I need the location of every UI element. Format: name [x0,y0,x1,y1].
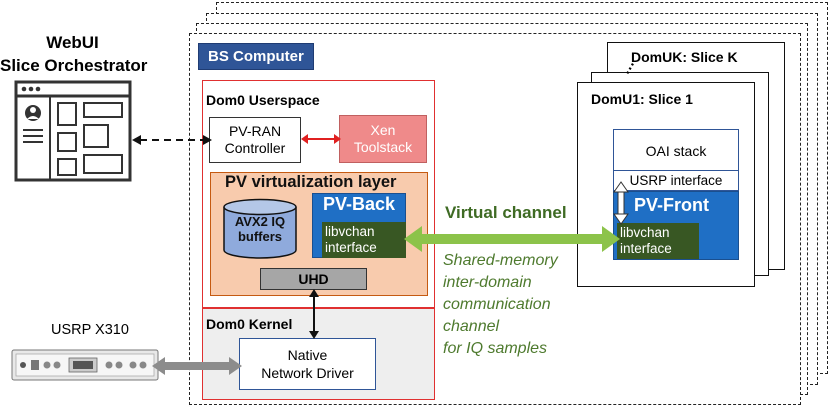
channel-desc-line5: for IQ samples [443,340,548,357]
iq-buffers-cylinder [223,198,297,259]
pv-front-libvchan-line1: libvchan [620,225,670,240]
browser-window-icon [14,80,132,182]
channel-desc-line3: communication [443,296,551,313]
channel-desc-line1: Shared-memory [443,252,558,269]
domu1-title: DomU1: Slice 1 [591,91,693,107]
virtual-channel-arrow [404,226,620,252]
usrp-pvfront-arrow [613,181,629,225]
pvran-controller-line1: PV-RAN [228,123,282,139]
controller-xen-arrow [301,134,341,144]
iq-buffers-label: AVX2 IQ buffers [222,214,298,244]
pv-front-libvchan: libvchan interface [617,223,699,259]
xen-toolstack-box: Xen Toolstack [339,115,427,163]
uhd-box: UHD [260,268,367,290]
usrp-interface-box: USRP interface [613,170,739,191]
network-driver-box: Native Network Driver [239,338,376,390]
pv-back-libvchan: libvchan interface [322,222,406,258]
network-driver-line2: Network Driver [261,365,354,381]
iq-buffers-line2: buffers [237,229,283,244]
pv-back-title: PV-Back [323,194,396,214]
pv-front-title: PV-Front [634,195,709,215]
pv-back-libvchan-line2: interface [325,240,377,255]
xen-toolstack-line1: Xen [370,122,396,138]
orchestrator-title-line2: Slice Orchestrator [0,56,148,75]
channel-desc-line2: inter-domain [443,274,532,291]
bs-computer-title: BS Computer [198,43,314,70]
dom0-userspace-title: Dom0 Userspace [206,92,320,108]
oai-stack-box: OAI stack [613,129,739,172]
uhd-driver-arrow [309,289,319,339]
usrp-driver-arrow [152,357,242,375]
xen-toolstack-line2: Toolstack [353,139,413,155]
orchestrator-title-line1: WebUI [46,33,99,52]
orchestrator-controller-arrow [132,135,212,145]
pv-back-libvchan-line1: libvchan [325,224,375,239]
pv-layer-title: PV virtualization layer [225,173,397,191]
channel-desc-line4: channel [443,318,500,335]
network-driver-line1: Native [287,347,328,363]
orchestrator-title: WebUI Slice Orchestrator [0,31,148,77]
pvran-controller-box: PV-RAN Controller [209,117,301,163]
virtual-channel-label: Virtual channel [445,203,567,222]
domuk-title: DomUK: Slice K [631,49,738,65]
pvran-controller-line2: Controller [224,140,286,156]
pv-front-libvchan-line2: interface [620,241,672,256]
usrp-device-icon [11,349,159,381]
channel-description: Shared-memory inter-domain communication… [443,250,558,360]
usrp-label: USRP X310 [51,322,129,338]
dom0-kernel-title: Dom0 Kernel [206,316,293,332]
iq-buffers-line1: AVX2 IQ [234,214,286,229]
